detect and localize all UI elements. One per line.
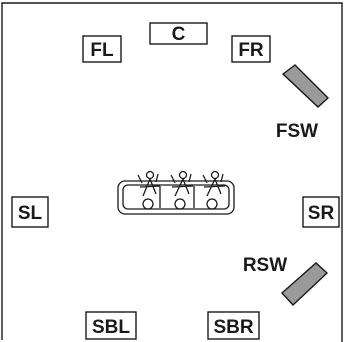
speaker-surround-left: SL <box>11 196 49 228</box>
speaker-center: C <box>149 22 208 45</box>
speaker-surround-back-right: SBR <box>207 311 260 340</box>
speaker-surround-right: SR <box>302 196 340 228</box>
speaker-center-label: C <box>172 24 186 45</box>
speaker-surround-back-right-label: SBR <box>213 317 253 338</box>
person-icon <box>137 170 161 210</box>
listening-position-icon <box>117 170 235 215</box>
subwoofer-front-body <box>281 64 330 108</box>
speaker-surround-back-left-label: SBL <box>92 317 130 338</box>
person-icon <box>170 170 194 210</box>
subwoofer-rear: RSW <box>243 255 329 306</box>
speaker-front-right: FR <box>231 35 271 63</box>
subwoofer-rear-body <box>281 262 329 306</box>
speaker-surround-right-label: SR <box>308 203 335 224</box>
speaker-front-left-label: FL <box>90 40 114 61</box>
speaker-surround-back-left: SBL <box>85 311 137 340</box>
person-icon <box>202 170 226 210</box>
subwoofer-rear-label: RSW <box>243 255 287 276</box>
subwoofer-front: FSW <box>276 64 330 142</box>
speaker-surround-left-label: SL <box>18 203 43 224</box>
subwoofer-front-label: FSW <box>276 121 318 142</box>
speaker-front-right-label: FR <box>238 40 264 61</box>
sofa-outline <box>117 180 235 215</box>
speaker-front-left: FL <box>82 35 122 63</box>
